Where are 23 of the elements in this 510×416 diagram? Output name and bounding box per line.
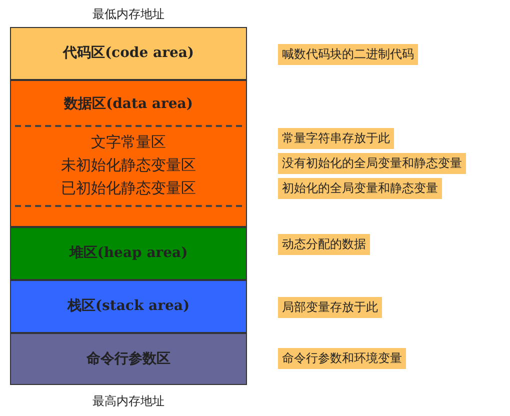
- note-highlight: 局部变量存放于此: [278, 297, 382, 318]
- area-label: 栈区(stack area): [66, 297, 191, 315]
- data-area-band: [10, 80, 247, 227]
- address-label: 最高内存地址: [92, 393, 166, 410]
- note-highlight: 常量字符串存放于此: [278, 128, 394, 149]
- command-line-args-band: [10, 333, 247, 385]
- sub-area-label: 文字常量区: [90, 133, 167, 152]
- note-highlight: 初始化的全局变量和静态变量: [278, 178, 442, 199]
- heap-area-band: [10, 227, 247, 280]
- note-highlight: 喊数代码块的二进制代码: [278, 44, 418, 65]
- sub-area-label: 未初始化静态变量区: [60, 156, 197, 175]
- area-label: 堆区(heap area): [68, 244, 189, 262]
- area-label: 数据区(data area): [62, 95, 194, 113]
- area-label: 命令行参数区: [86, 350, 172, 368]
- code-area-band: [10, 27, 247, 80]
- address-label: 最低内存地址: [92, 6, 166, 23]
- stack-area-band: [10, 280, 247, 333]
- area-label: 代码区(code area): [62, 44, 196, 62]
- sub-area-label: 已初始化静态变量区: [60, 179, 197, 198]
- note-highlight: 没有初始化的全局变量和静态变量: [278, 153, 466, 174]
- note-highlight: 动态分配的数据: [278, 234, 370, 255]
- note-highlight: 命令行参数和环境变量: [278, 348, 406, 369]
- sub-area-region: [15, 125, 242, 207]
